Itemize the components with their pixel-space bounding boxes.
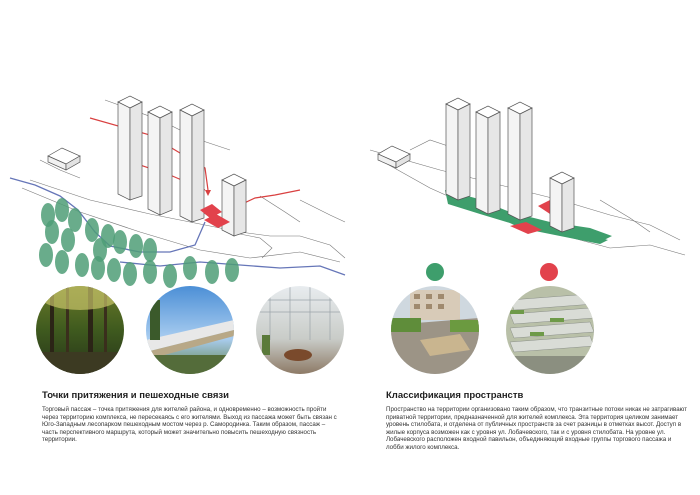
photo-circles bbox=[36, 286, 344, 374]
tree bbox=[55, 198, 69, 222]
arrow-head bbox=[205, 190, 211, 196]
tree bbox=[45, 220, 59, 244]
tree bbox=[68, 208, 82, 232]
trees-group bbox=[39, 198, 239, 288]
space-classification-panel: Классификация пространств Пространство н… bbox=[350, 0, 700, 495]
tree bbox=[75, 253, 89, 277]
residential-towers bbox=[117, 95, 247, 237]
right-section-title: Классификация пространств bbox=[386, 390, 524, 401]
tree bbox=[163, 264, 177, 288]
residential-towers bbox=[445, 97, 575, 233]
tree bbox=[55, 250, 69, 274]
tree bbox=[123, 262, 137, 286]
left-section-body: Торговый пассаж – точка притяжения для ж… bbox=[42, 406, 337, 444]
right-section-body: Пространство на территории организовано … bbox=[386, 406, 687, 451]
tree bbox=[85, 218, 99, 242]
tree bbox=[143, 260, 157, 284]
forest-park-photo bbox=[36, 286, 124, 374]
tree bbox=[183, 256, 197, 280]
tree bbox=[205, 260, 219, 284]
tree bbox=[107, 258, 121, 282]
tree bbox=[91, 256, 105, 280]
public-terrace-photo bbox=[506, 286, 594, 374]
tree bbox=[129, 234, 143, 258]
public-space-zones bbox=[200, 204, 230, 228]
space-classification-axonometric bbox=[369, 97, 686, 281]
tree bbox=[225, 258, 239, 282]
private-space-legend-dot bbox=[426, 263, 444, 281]
small-building bbox=[47, 147, 81, 171]
left-section-title: Точки притяжения и пешеходные связи bbox=[42, 390, 229, 401]
tree bbox=[113, 230, 127, 254]
tree bbox=[143, 238, 157, 262]
pedestrian-links-axonometric bbox=[9, 95, 346, 288]
pedestrian-bridge-photo bbox=[146, 286, 234, 374]
tree bbox=[61, 228, 75, 252]
photo-circles bbox=[391, 286, 594, 374]
attraction-points-panel: Точки притяжения и пешеходные связи Торг… bbox=[9, 95, 346, 444]
public-space-legend-dot bbox=[540, 263, 558, 281]
tree bbox=[39, 243, 53, 267]
small-building bbox=[377, 145, 411, 169]
tree bbox=[93, 238, 107, 262]
shopping-passage-photo bbox=[256, 286, 344, 374]
private-courtyard-photo bbox=[391, 286, 479, 374]
